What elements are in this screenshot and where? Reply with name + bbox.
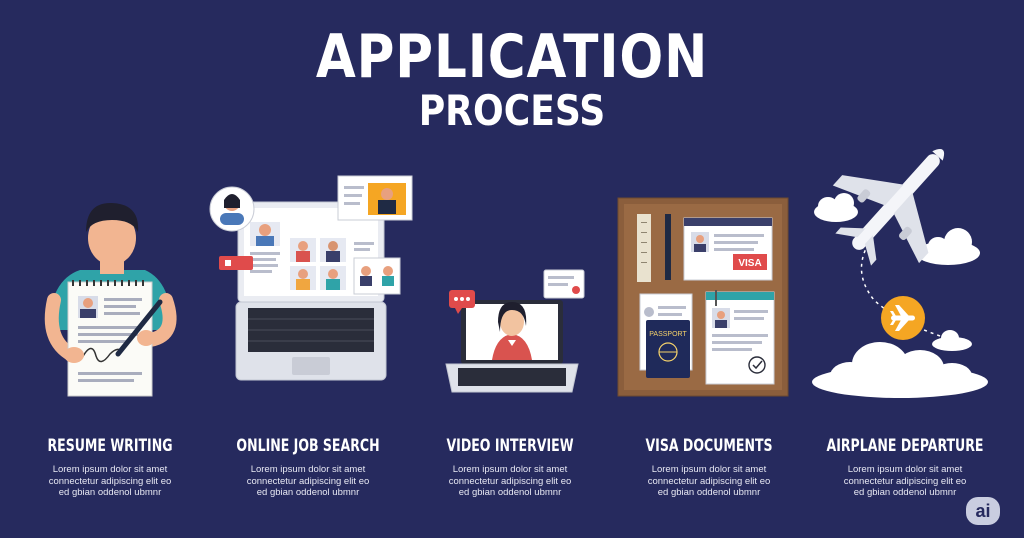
step-label: ONLINE JOB SEARCH [236,436,380,456]
step-label: AIRPLANE DEPARTURE [826,436,984,456]
step-description: Lorem ipsum dolor sit amet connectetur a… [843,464,967,498]
page-subtitle: PROCESS [418,86,606,135]
ai-badge: ai [966,497,1000,525]
online-job-search-illustration [209,175,413,381]
airplane-departure-illustration [812,149,988,398]
visa-stamp-label: VISA [738,258,761,269]
step-resume-writing: RESUME WRITING Lorem ipsum dolor sit ame… [10,436,210,499]
step-description: Lorem ipsum dolor sit amet connectetur a… [448,464,572,498]
step-video-interview: VIDEO INTERVIEW Lorem ipsum dolor sit am… [410,436,610,499]
step-airplane-departure: AIRPLANE DEPARTURE Lorem ipsum dolor sit… [805,436,1005,499]
step-online-job-search: ONLINE JOB SEARCH Lorem ipsum dolor sit … [208,436,408,499]
video-interview-illustration [445,269,585,393]
step-description: Lorem ipsum dolor sit amet connectetur a… [48,464,172,498]
cloud-icon [814,193,858,222]
step-label: VISA DOCUMENTS [645,436,773,456]
step-label: RESUME WRITING [47,436,173,456]
step-visa-documents: VISA DOCUMENTS Lorem ipsum dolor sit ame… [609,436,809,499]
step-label: VIDEO INTERVIEW [446,436,574,456]
visa-documents-illustration: VISA PASSPORT [617,197,789,397]
passport-label: PASSPORT [649,331,687,338]
step-description: Lorem ipsum dolor sit amet connectetur a… [647,464,771,498]
step-description: Lorem ipsum dolor sit amet connectetur a… [246,464,370,498]
airplane-icon [832,149,945,266]
page-title: APPLICATION [315,22,709,92]
resume-writing-illustration [44,202,177,397]
